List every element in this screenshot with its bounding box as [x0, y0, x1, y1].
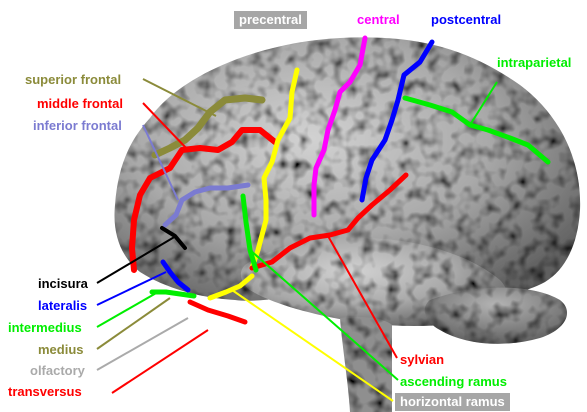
label-middle-frontal: middle frontal	[37, 96, 123, 111]
brainstem	[340, 317, 392, 412]
label-horizontal-ramus: horizontal ramus	[395, 393, 510, 411]
label-ascending-ramus: ascending ramus	[400, 374, 507, 389]
leader-olfactory	[97, 318, 188, 370]
leader-intermedius	[97, 292, 158, 327]
label-precentral: precentral	[234, 11, 307, 29]
label-intermedius: intermedius	[8, 320, 82, 335]
leader-transversus	[112, 330, 208, 393]
label-sylvian: sylvian	[400, 352, 444, 367]
label-transversus: transversus	[8, 384, 82, 399]
cerebellum	[425, 288, 567, 344]
label-precentral-text: precentral	[239, 12, 302, 27]
label-intraparietal: intraparietal	[497, 55, 571, 70]
label-incisura: incisura	[38, 276, 88, 291]
label-medius: medius	[38, 342, 84, 357]
label-inferior-frontal: inferior frontal	[33, 118, 122, 133]
label-superior-frontal: superior frontal	[25, 72, 121, 87]
label-postcentral: postcentral	[431, 12, 501, 27]
label-lateralis: lateralis	[38, 298, 87, 313]
label-olfactory: olfactory	[30, 363, 85, 378]
label-horizontal-ramus-text: horizontal ramus	[400, 394, 505, 409]
transversus-sulcus	[190, 302, 245, 322]
label-central: central	[357, 12, 400, 27]
